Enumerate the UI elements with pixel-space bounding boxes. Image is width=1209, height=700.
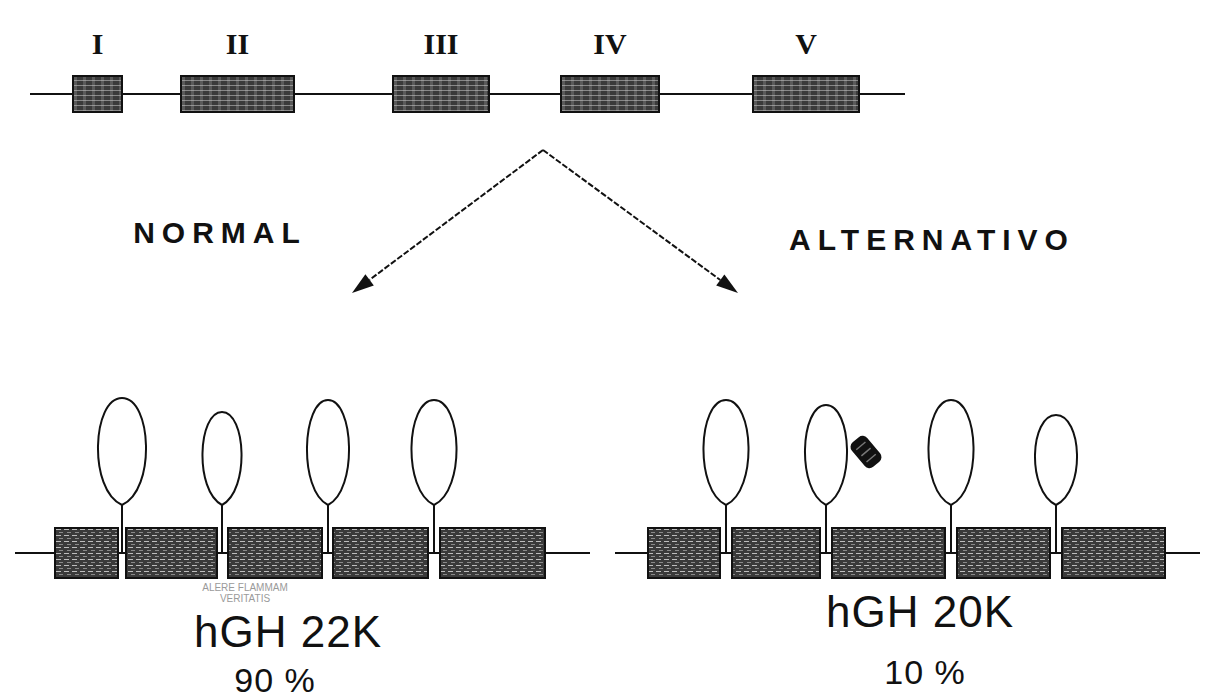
alternative-spliced-transcript [615,400,1200,578]
gene-line [123,93,180,95]
exon-number: V [795,29,817,59]
exon-number: II [226,29,249,59]
gene-line [660,93,752,95]
pathway-label: NORMAL [133,218,307,248]
watermark-text: VERITATIS [220,594,270,604]
gene-line [490,93,560,95]
pathway-label: ALTERNATIVO [789,225,1075,255]
isoform-percentage: 90 % [234,663,316,697]
splice-blocker [848,433,884,470]
exon-number: I [92,29,104,59]
exon-number: IV [593,29,626,59]
exon-box: I [72,75,123,113]
gene-line [295,93,392,95]
exon-box: V [752,75,860,113]
isoform-name: hGH 22K [194,610,382,654]
exon-box: III [392,75,490,113]
isoform-name: hGH 20K [826,590,1014,634]
exon-box: II [180,75,295,113]
exon-number: III [423,29,458,59]
normal-spliced-transcript [15,398,590,578]
watermark-text: ALERE FLAMMAM [202,583,288,593]
split-arrows [352,150,738,293]
isoform-percentage: 10 % [884,655,966,689]
exon-box: IV [560,75,660,113]
